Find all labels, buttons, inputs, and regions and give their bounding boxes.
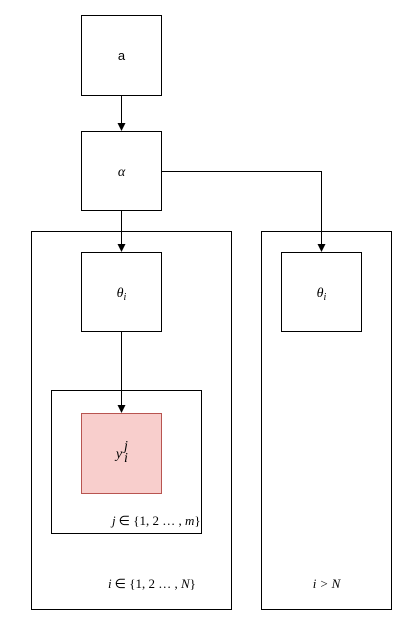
plate-inner-var: j <box>110 513 116 528</box>
plate-inner-label: j∈ {1, 2 … , m} <box>110 513 201 528</box>
theta-right-base: θ <box>317 286 324 301</box>
node-alpha <box>81 131 162 211</box>
plate-outer-left-end: N <box>180 576 191 591</box>
node-y-sub: i <box>124 451 128 466</box>
theta-left-sub: i <box>124 292 127 303</box>
plate-inner-end: m <box>185 513 194 528</box>
plate-inner-set: ∈ {1, 2 … , <box>119 513 185 528</box>
plate-outer-right <box>261 231 392 610</box>
plate-inner <box>51 390 202 534</box>
node-y-sup: j <box>122 439 128 454</box>
node-theta-right <box>281 252 362 332</box>
edge-alpha-to-theta-right <box>161 171 326 252</box>
node-theta-left-label: θi <box>117 286 127 303</box>
plate-outer-left-close: } <box>190 576 196 591</box>
theta-left-base: θ <box>117 286 124 301</box>
node-theta-right-label: θi <box>317 286 327 303</box>
node-theta-left <box>81 252 162 332</box>
plate-outer-right-label: i > N <box>313 576 342 591</box>
plate-outer-left <box>31 231 232 610</box>
node-a <box>81 15 162 96</box>
node-a-label: a <box>118 48 126 63</box>
plate-outer-left-set: ∈ {1, 2 … , <box>115 576 181 591</box>
node-y-observed <box>81 413 162 494</box>
plate-outer-left-label: i∈ {1, 2 … , N} <box>108 576 196 591</box>
plate-outer-left-var: i <box>108 576 112 591</box>
theta-right-sub: i <box>324 292 327 303</box>
node-y-base: y <box>114 447 123 462</box>
plate-inner-close: } <box>194 513 200 528</box>
node-alpha-label: α <box>118 165 126 180</box>
